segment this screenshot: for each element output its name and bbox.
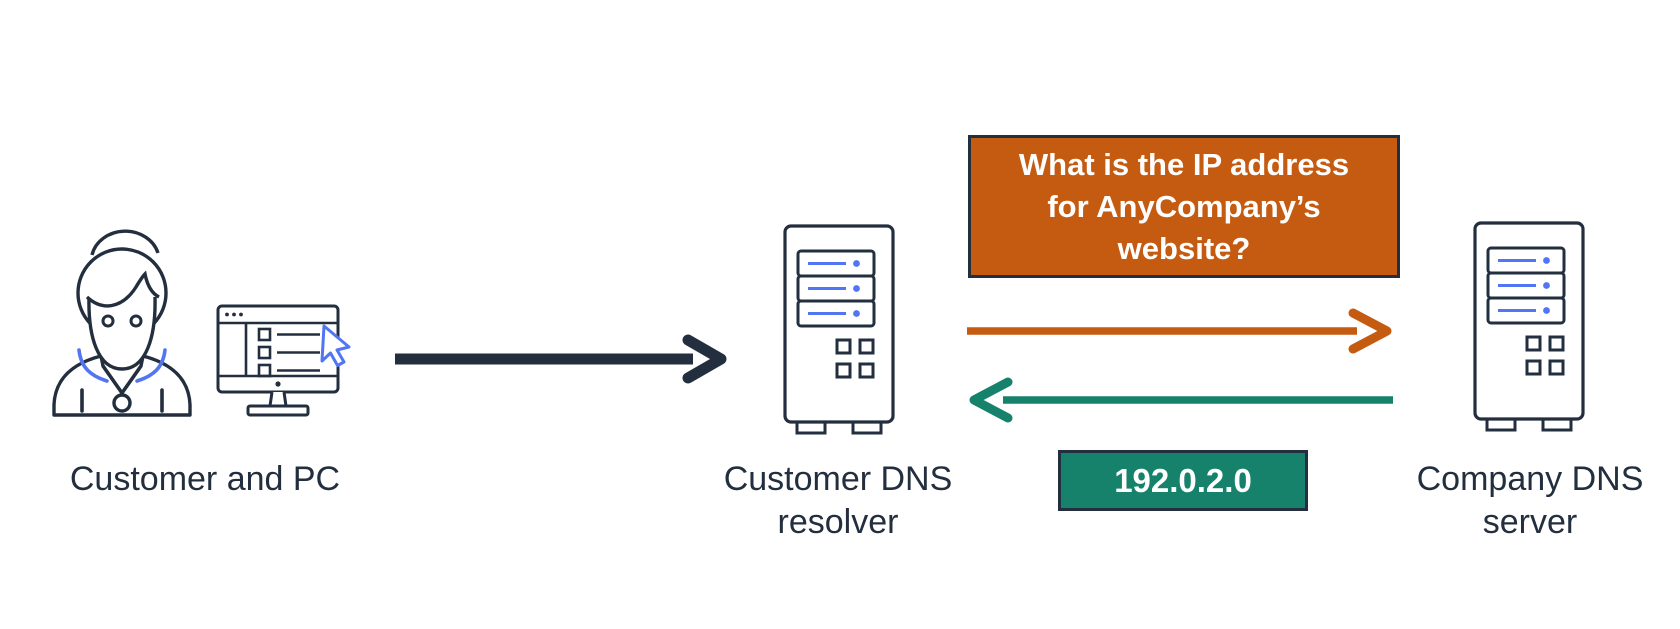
arrow-customer-to-resolver xyxy=(395,334,727,384)
server-icon-resolver xyxy=(783,224,895,435)
query-line-2: for AnyCompany’s xyxy=(1047,188,1321,224)
resolver-label-line-2: resolver xyxy=(777,503,899,541)
response-ip-text: 192.0.2.0 xyxy=(1114,461,1252,499)
person-icon xyxy=(52,229,192,417)
arrow-company-to-resolver xyxy=(969,377,1393,423)
cursor-icon xyxy=(320,324,351,367)
query-message-box: What is the IP address for AnyCompany’s … xyxy=(968,135,1400,278)
company-label-line-2: server xyxy=(1482,503,1578,541)
resolver-node-label: Customer DNS resolver xyxy=(688,458,988,544)
company-node-label: Company DNS server xyxy=(1375,458,1680,544)
resolver-label-line-1: Customer DNS xyxy=(723,460,953,498)
customer-node-label: Customer and PC xyxy=(69,460,341,498)
arrow-resolver-to-company xyxy=(967,308,1392,354)
response-message-box: 192.0.2.0 xyxy=(1058,450,1308,511)
query-line-3: website? xyxy=(1117,230,1251,266)
monitor-icon xyxy=(216,304,351,417)
server-icon-company xyxy=(1473,221,1585,432)
query-line-1: What is the IP address xyxy=(1018,146,1350,182)
company-label-line-1: Company DNS xyxy=(1416,460,1644,498)
